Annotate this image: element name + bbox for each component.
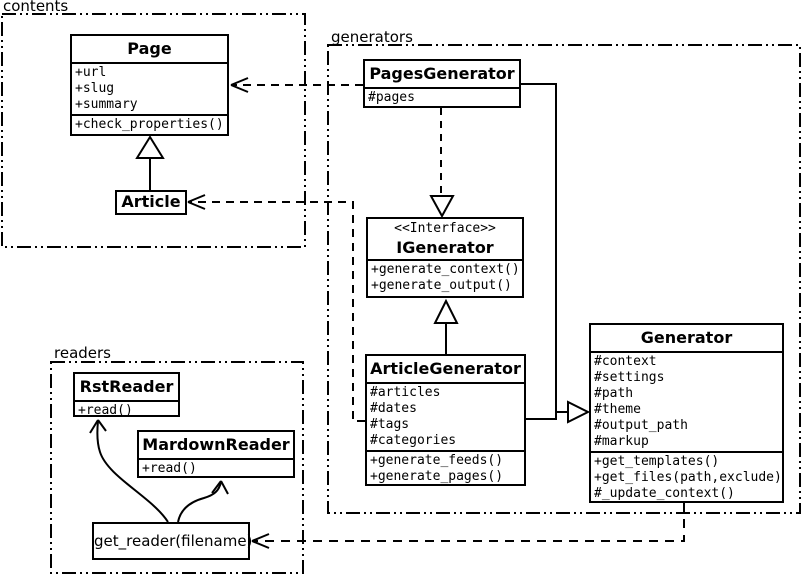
class-markdownreader: MardownReader +read(): [137, 430, 295, 478]
attribute: #pages: [368, 90, 415, 105]
attribute: +summary: [75, 97, 138, 112]
function-box-get-reader: get_reader(filename): [92, 522, 252, 560]
inheritance-line-articlegenerator-to-generator: [526, 412, 557, 420]
class-igenerator-methods: +generate_context() +generate_output(): [368, 261, 522, 295]
method: +get_templates(): [594, 454, 720, 469]
method: +generate_pages(): [370, 469, 504, 484]
class-generator-attributes: #context #settings #path #theme #output_…: [591, 353, 782, 453]
dependency-arrowhead-page: [230, 77, 249, 93]
inheritance-line-pagesgenerator-to-generator: [520, 83, 568, 413]
method: +generate_feeds(): [370, 453, 504, 468]
class-page-methods: +check_properties(): [72, 116, 227, 134]
method: +get_files(path,exclude): [594, 470, 782, 485]
class-articlegenerator-methods: +generate_feeds() +generate_pages(): [367, 452, 524, 484]
attribute: #categories: [370, 433, 457, 448]
attribute: #markup: [594, 434, 649, 449]
method: +read(): [142, 461, 197, 476]
class-articlegenerator: ArticleGenerator #articles #dates #tags …: [365, 354, 526, 486]
class-pagesgenerator: PagesGenerator #pages: [363, 59, 521, 108]
class-rstreader: RstReader +read(): [73, 372, 180, 417]
class-article-title: Article: [121, 192, 181, 211]
class-articlegenerator-attributes: #articles #dates #tags #categories: [367, 384, 524, 452]
arrowhead-rstreader: [89, 419, 107, 434]
method: +read(): [78, 403, 133, 417]
class-igenerator-title: IGenerator: [396, 238, 494, 257]
attribute: #articles: [370, 385, 441, 400]
class-igenerator: <<Interface>> IGenerator +generate_conte…: [366, 217, 524, 298]
inheritance-triangle-generator-left: [567, 400, 591, 424]
class-igenerator-stereotype: <<Interface>>: [394, 221, 496, 236]
class-igenerator-header: <<Interface>> IGenerator: [368, 219, 522, 261]
class-generator: Generator #context #settings #path #them…: [589, 323, 784, 503]
dependency-line-articlegenerator-to-article: [188, 201, 365, 422]
realization-triangle-igenerator-top: [429, 195, 455, 219]
method: +generate_context(): [371, 262, 520, 277]
method: +generate_output(): [371, 278, 512, 293]
class-markdownreader-title: MardownReader: [139, 432, 293, 460]
attribute: #dates: [370, 401, 417, 416]
class-generator-title: Generator: [591, 325, 782, 353]
dependency-line-generator-to-getreader: [252, 503, 685, 542]
class-articlegenerator-title: ArticleGenerator: [367, 356, 524, 384]
arrow-getreader-to-rstreader: [96, 420, 169, 523]
attribute: #context: [594, 354, 657, 369]
class-page-attributes: +url +slug +summary: [72, 64, 227, 116]
class-article: Article: [115, 190, 187, 215]
class-markdownreader-methods: +read(): [139, 460, 293, 476]
package-generators-border: [327, 44, 801, 514]
class-page: Page +url +slug +summary +check_properti…: [70, 34, 229, 136]
class-page-title: Page: [72, 36, 227, 64]
dependency-arrowhead-article: [187, 194, 206, 210]
class-rstreader-methods: +read(): [75, 402, 178, 417]
package-contents-border: [1, 13, 306, 248]
class-pagesgenerator-title: PagesGenerator: [365, 61, 519, 89]
package-label-readers: readers: [54, 344, 111, 362]
inheritance-triangle-igenerator-bottom: [433, 298, 459, 324]
attribute: +slug: [75, 81, 115, 96]
method: +check_properties(): [75, 117, 224, 132]
arrow-getreader-to-markdownreader: [177, 481, 222, 523]
class-rstreader-title: RstReader: [75, 374, 178, 402]
dependency-arrowhead-getreader: [251, 533, 270, 549]
attribute: #output_path: [594, 418, 688, 433]
package-label-contents: contents: [3, 0, 69, 15]
attribute: +url: [75, 65, 107, 80]
attribute: #settings: [594, 370, 665, 385]
package-readers-border: [50, 361, 304, 574]
inheritance-triangle-article-to-page: [135, 135, 165, 159]
attribute: #path: [594, 386, 634, 401]
class-pagesgenerator-attributes: #pages: [365, 89, 519, 106]
attribute: #tags: [370, 417, 410, 432]
method: #_update_context(): [594, 486, 735, 501]
class-generator-methods: +get_templates() +get_files(path,exclude…: [591, 453, 782, 501]
arrowhead-markdownreader: [211, 480, 229, 495]
attribute: #theme: [594, 402, 641, 417]
package-label-generators: generators: [331, 28, 413, 46]
